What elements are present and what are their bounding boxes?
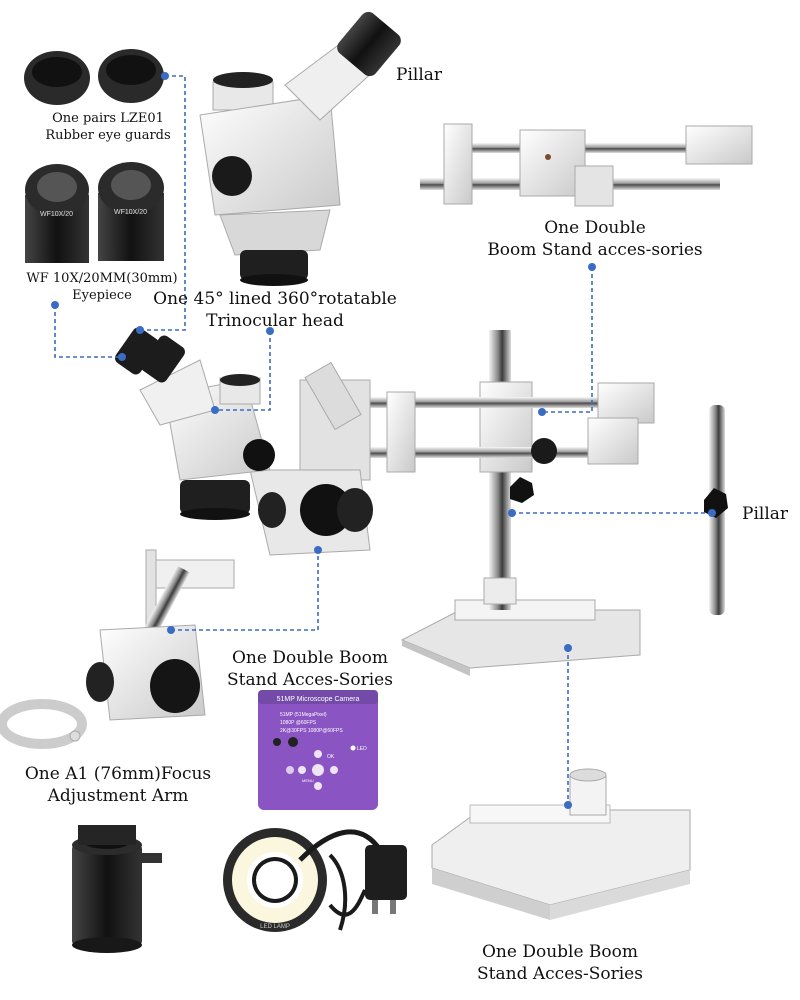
boom-middle-label: One Double Boom Stand Acces-Sories (205, 647, 415, 691)
trinocular-head-label: One 45° lined 360°rotatable Trinocular h… (140, 288, 410, 332)
camera-menu-label: MENU (302, 778, 314, 783)
focus-arm-label-line1: One A1 (76mm)Focus (24, 764, 212, 784)
head-pillar-label: Pillar (396, 64, 442, 86)
eyepiece-label-line2: Eyepiece (72, 288, 132, 303)
focus-adjustment-arm (0, 549, 235, 749)
focus-arm-label-line2: Adjustment Arm (47, 786, 189, 806)
double-boom-accessory-top (420, 123, 753, 207)
boom-accessories-label-line2: Boom Stand acces-sories (487, 240, 703, 260)
eye-guards-label-line2: Rubber eye guards (45, 128, 171, 143)
head-pillar-label-text: Pillar (396, 65, 443, 85)
microscope-camera (258, 690, 378, 810)
double-boom-base (431, 768, 691, 920)
eyepiece-label: WF 10X/20MM(30mm) Eyepiece (12, 270, 192, 304)
eyepiece-marking-right: WF10X/20 (114, 209, 147, 216)
right-pillar-label: Pillar (742, 503, 788, 525)
camera-spec-2: 1080P @60FPS (280, 720, 317, 726)
eyepiece-label-line1: WF 10X/20MM(30mm) (26, 271, 178, 286)
camera-spec-3: 2K@30FPS 1080P@60FPS (280, 728, 343, 734)
leader-lines (54, 75, 712, 805)
camera-spec-1: 51MP (51MegaPixel) (280, 712, 327, 718)
camera-led-label: LED (357, 746, 367, 752)
eye-guards-label: One pairs LZE01 Rubber eye guards (28, 110, 188, 144)
boom-bottom-label-line2: Stand Acces-Sories (477, 964, 643, 984)
rubber-eye-guards (24, 49, 164, 105)
c-mount-adapter (72, 825, 162, 953)
boom-middle-label-line2: Stand Acces-Sories (227, 670, 393, 690)
trinocular-head-label-line1: One 45° lined 360°rotatable (153, 289, 397, 309)
boom-bottom-label: One Double Boom Stand Acces-Sories (455, 941, 665, 985)
led-ring-light (223, 828, 407, 932)
leader-dots (51, 72, 716, 809)
camera-title: 51MP Microscope Camera (277, 696, 360, 703)
boom-bottom-label-line1: One Double Boom (481, 942, 639, 962)
camera-ok-label: OK (327, 754, 335, 760)
boom-accessories-label-line1: One Double (544, 218, 646, 238)
right-pillar-label-text: Pillar (742, 504, 789, 524)
boom-accessories-label: One Double Boom Stand acces-sories (470, 217, 720, 261)
eye-guards-label-line1: One pairs LZE01 (52, 111, 164, 126)
trinocular-head-product (199, 11, 401, 286)
boom-middle-label-line1: One Double Boom (231, 648, 389, 668)
standalone-pillar (704, 405, 728, 615)
assembled-microscope (115, 327, 655, 676)
ring-light-label: LED LAMP (260, 924, 290, 930)
focus-arm-label: One A1 (76mm)Focus Adjustment Arm (8, 763, 228, 807)
trinocular-head-label-line2: Trinocular head (206, 311, 344, 331)
eyepiece-marking-left: WF10X/20 (40, 211, 73, 218)
eyepiece-pair (25, 162, 164, 263)
